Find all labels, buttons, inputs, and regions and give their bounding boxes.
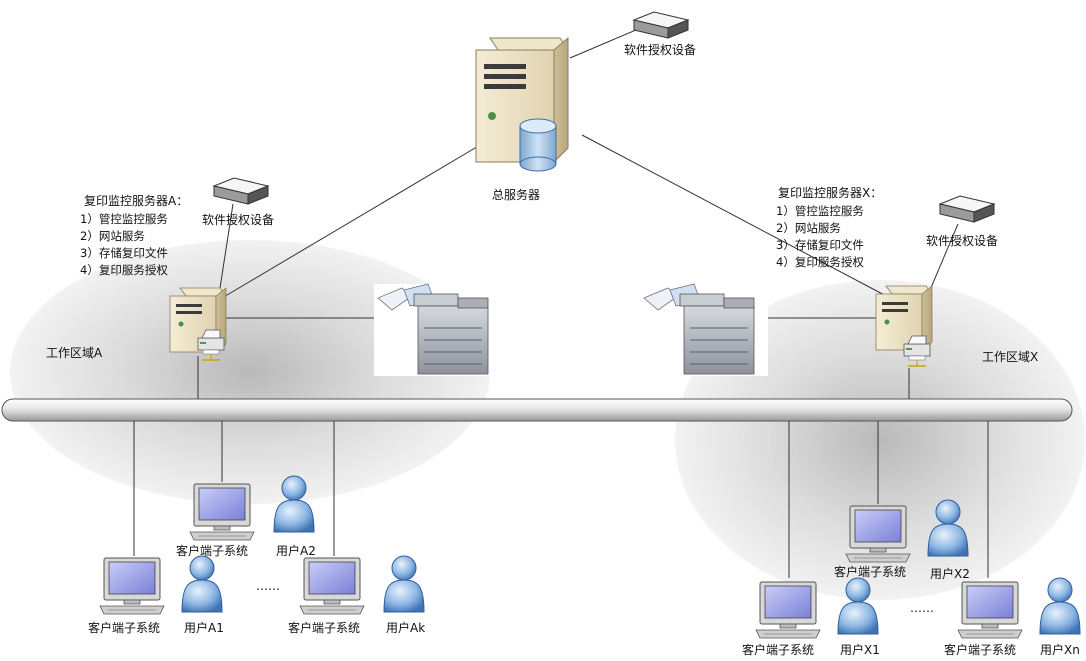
- user-ak-icon: [383, 555, 425, 613]
- server-a-service-1: 1）管控监控服务: [80, 212, 168, 226]
- user-x1-label: 用户X1: [840, 642, 880, 657]
- zone-a-label: 工作区域A: [46, 346, 103, 360]
- client-xn-computer-icon: [957, 581, 1023, 639]
- user-xn-icon: [1039, 577, 1081, 635]
- copier-a-icon: [373, 283, 503, 377]
- server-x-service-1: 1）管控监控服务: [776, 204, 864, 218]
- client-ak-label: 客户端子系统: [288, 620, 360, 635]
- user-a1-icon: [181, 555, 223, 613]
- server-a-service-2: 2）网站服务: [80, 229, 145, 243]
- license-device-x-icon: [939, 195, 995, 223]
- link-server-x-to-license: [929, 223, 959, 291]
- server-x-title: 复印监控服务器X：: [778, 185, 882, 200]
- user-a2-label: 用户A2: [276, 543, 316, 558]
- client-a1-computer-icon: [99, 557, 165, 615]
- license-device-central-icon: [633, 11, 689, 39]
- client-x2-label: 客户端子系统: [834, 564, 906, 579]
- zone-a-ellipsis: ……: [256, 579, 280, 593]
- link-central-to-license: [569, 29, 637, 59]
- zone-x-ellipsis: ……: [910, 601, 934, 615]
- central-server-icon: [475, 36, 569, 164]
- client-x1-computer-icon: [755, 581, 821, 639]
- client-a2-computer-icon: [189, 483, 255, 541]
- database-icon: [519, 118, 557, 172]
- network-bus: [1, 398, 1073, 422]
- server-x-service-3: 3）存储复印文件: [776, 238, 864, 252]
- link-server-a-to-license: [219, 203, 234, 289]
- copier-x-icon: [639, 283, 769, 377]
- user-ak-label: 用户Ak: [386, 620, 425, 635]
- link-central-to-server-x: [581, 134, 891, 299]
- client-a1-label: 客户端子系统: [88, 620, 160, 635]
- zone-a-area: [10, 240, 490, 504]
- central-license-label: 软件授权设备: [624, 42, 696, 57]
- server-a-title: 复印监控服务器A：: [84, 193, 188, 208]
- zone-x-area: [675, 280, 1085, 600]
- client-x1-label: 客户端子系统: [742, 642, 814, 657]
- user-x2-label: 用户X2: [930, 566, 970, 581]
- user-a1-label: 用户A1: [184, 620, 224, 635]
- client-ak-computer-icon: [299, 557, 365, 615]
- license-device-a-icon: [213, 177, 269, 205]
- server-a-service-3: 3）存储复印文件: [80, 246, 168, 260]
- server-x-service-2: 2）网站服务: [776, 221, 841, 235]
- server-a-service-4: 4）复印服务授权: [80, 263, 168, 277]
- client-a2-label: 客户端子系统: [176, 543, 248, 558]
- license-x-label: 软件授权设备: [926, 233, 998, 248]
- zone-x-label: 工作区域X: [982, 350, 1038, 364]
- server-x-service-4: 4）复印服务授权: [776, 255, 864, 269]
- license-a-label: 软件授权设备: [202, 212, 274, 227]
- central-server-label: 总服务器: [492, 187, 540, 202]
- user-xn-label: 用户Xn: [1040, 642, 1080, 657]
- link-central-to-server-a: [221, 134, 498, 299]
- client-xn-label: 客户端子系统: [944, 642, 1016, 657]
